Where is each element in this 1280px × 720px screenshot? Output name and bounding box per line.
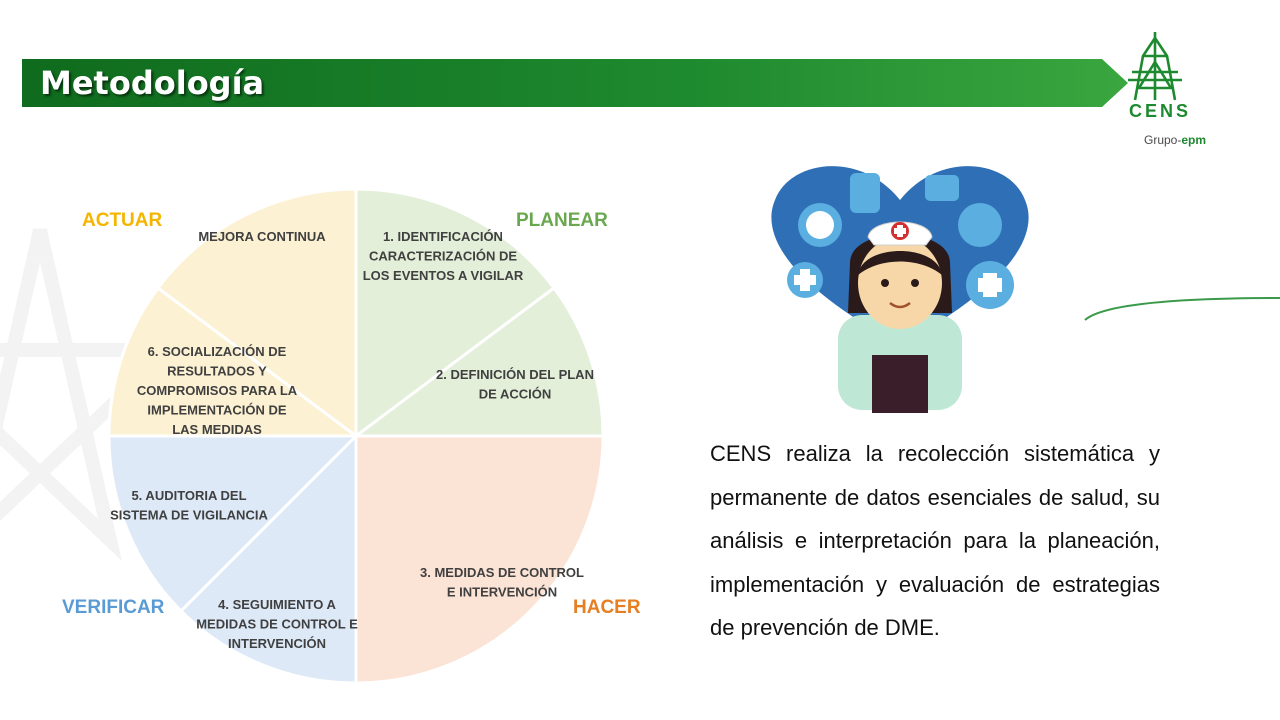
segment-wedge-definicion	[351, 285, 605, 438]
logo-name: CENS	[1128, 101, 1191, 121]
segment-wedge-auditoria	[107, 434, 360, 614]
title-banner	[22, 59, 1128, 107]
phase-label-verificar: VERIFICAR	[62, 597, 165, 618]
description-text: CENS realiza la recolección sistemática …	[710, 441, 1160, 640]
cens-logo-icon	[1128, 32, 1182, 101]
phase-label-hacer: HACER	[573, 597, 641, 618]
logo-group: Grupo-epm	[1144, 133, 1206, 147]
phase-label-actuar: ACTUAR	[82, 210, 162, 231]
segment-wedge-medidas	[354, 434, 605, 685]
page-title: Metodología	[40, 64, 265, 102]
health-nurse-heart-icon	[771, 166, 1029, 413]
logo-group-brand: epm	[1181, 133, 1207, 147]
segment-wedge-mejora	[155, 187, 358, 439]
segment-wedge-identificacion	[354, 187, 557, 439]
segment-label-mejora: MEJORA CONTINUA	[198, 229, 326, 244]
phase-label-planear: PLANEAR	[516, 210, 608, 231]
segment-wedge-socializacion	[107, 285, 361, 438]
logo-group-prefix: Grupo-	[1144, 133, 1182, 147]
segment-wedge-seguimiento	[178, 432, 358, 685]
